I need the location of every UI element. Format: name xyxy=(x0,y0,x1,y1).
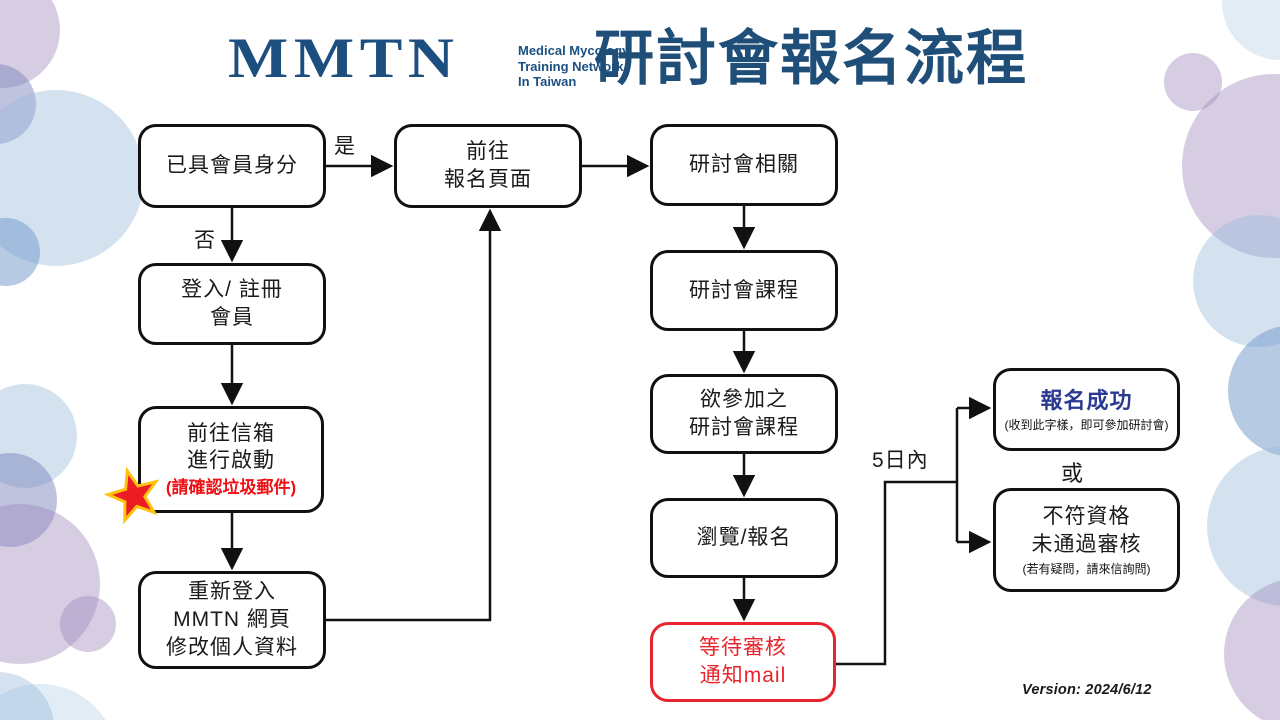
node-line: 重新登入 xyxy=(188,580,276,604)
flow-node-seminar-course: 研討會課程 xyxy=(650,250,838,331)
node-line: 不符資格 xyxy=(1042,505,1131,529)
flow-node-success: 報名成功 (收到此字樣，即可參加研討會) xyxy=(993,368,1180,451)
node-note-fail: (若有疑問，請來信詢問) xyxy=(1022,561,1151,576)
node-line: 研討會相關 xyxy=(689,153,799,177)
flow-node-seminar-related: 研討會相關 xyxy=(650,124,838,206)
node-line: MMTN 網頁 xyxy=(173,608,291,632)
node-line: 修改個人資料 xyxy=(166,635,298,659)
flow-node-relogin: 重新登入 MMTN 網頁 修改個人資料 xyxy=(138,571,326,669)
flow-node-fail: 不符資格 未通過審核 (若有疑問，請來信詢問) xyxy=(993,488,1180,592)
node-note-spam: (請確認垃圾郵件) xyxy=(165,478,297,497)
label-no: 否 xyxy=(194,229,216,252)
flow-node-member: 已具會員身分 xyxy=(138,124,326,208)
flow-node-registration-page: 前往 報名頁面 xyxy=(394,124,582,208)
star-icon xyxy=(103,466,164,526)
node-line: 未通過審核 xyxy=(1031,533,1142,556)
bg-circle xyxy=(1164,53,1222,111)
node-line: 報名成功 xyxy=(1040,387,1133,413)
version-text: Version: 2024/6/12 xyxy=(1022,682,1152,698)
node-line: 研討會課程 xyxy=(689,416,799,439)
node-line: 會員 xyxy=(210,306,254,329)
flow-node-login-register: 登入/ 註冊 會員 xyxy=(138,263,326,345)
node-line: 登入/ 註冊 xyxy=(181,278,283,302)
page-title: 研討會報名流程 xyxy=(594,25,1028,92)
node-line: 瀏覽/報名 xyxy=(696,526,792,550)
node-line: 報名頁面 xyxy=(444,168,532,191)
node-line: 前往信箱 xyxy=(187,421,275,445)
logo-subtitle-line: In Taiwan xyxy=(518,74,577,90)
mmtn-logo: MMTN xyxy=(228,27,460,90)
node-line: 進行啟動 xyxy=(187,449,275,473)
node-line: 研討會課程 xyxy=(689,278,799,302)
node-line: 通知mail xyxy=(699,664,787,687)
flow-node-wait-review: 等待審核 通知mail xyxy=(650,622,836,702)
logo-subtitle-line: Training Network xyxy=(518,58,624,74)
flow-node-course-to-join: 欲參加之 研討會課程 xyxy=(650,374,838,454)
node-line: 前往 xyxy=(466,140,510,164)
bg-circle xyxy=(60,596,116,652)
label-yes: 是 xyxy=(334,135,356,158)
flow-node-browse-register: 瀏覽/報名 xyxy=(650,498,838,578)
line-wait-to-branch xyxy=(836,480,957,666)
flow-node-mailbox-activate: 前往信箱 進行啟動 (請確認垃圾郵件) xyxy=(138,406,324,513)
logo-subtitle-line: Medical Mycology xyxy=(518,43,630,58)
label-or: 或 xyxy=(1061,461,1085,486)
node-line: 等待審核 xyxy=(699,636,787,660)
mmtn-logo-subtitle: Medical Mycology Training Network In Tai… xyxy=(518,43,629,90)
arrow-relogin-to-regpage xyxy=(326,208,502,622)
label-within-5-days: 5日內 xyxy=(872,449,929,472)
node-line: 已具會員身分 xyxy=(166,154,298,178)
node-note-success: (收到此字樣，即可參加研討會) xyxy=(1004,418,1169,433)
node-line: 欲參加之 xyxy=(700,388,788,412)
